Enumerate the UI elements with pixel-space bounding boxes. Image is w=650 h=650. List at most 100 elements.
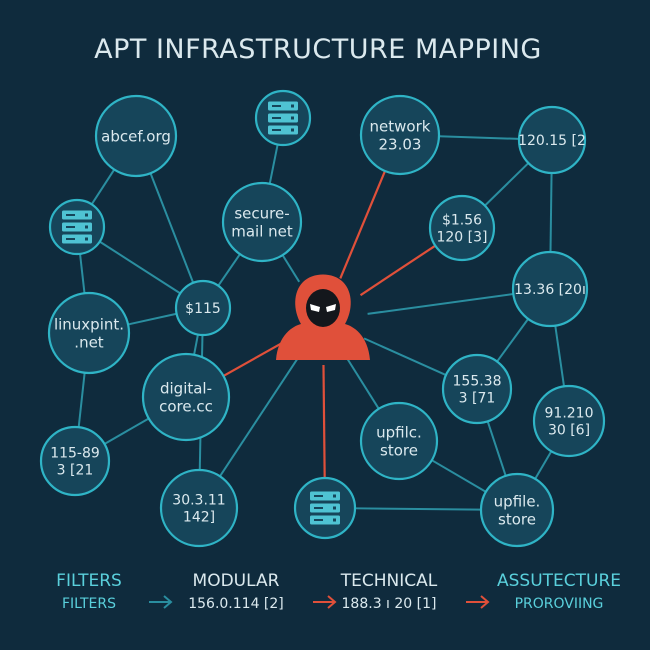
- edge-ip-120-to-ip-1336: [549, 172, 553, 253]
- node-circle: [174, 279, 232, 337]
- edge-ip-91210-to-upfile: [534, 450, 553, 480]
- node-ip-120[interactable]: 120.15 [2: [517, 105, 587, 175]
- node-label: 142]: [183, 509, 215, 525]
- node-label: $115: [185, 301, 221, 317]
- node-circle: [479, 472, 555, 548]
- footer-step-title: FILTERS: [56, 571, 122, 591]
- edge-layer: [77, 135, 566, 511]
- node-circle: [517, 105, 587, 175]
- edge-abcef-to-server-left: [90, 169, 116, 205]
- node-label: network: [370, 117, 431, 135]
- node-cost-115[interactable]: $115: [174, 279, 232, 337]
- edge-abcef-to-cost-115: [149, 172, 195, 284]
- arrow-right-icon: [466, 595, 490, 609]
- node-ip-15538[interactable]: 155.383 [71: [441, 353, 513, 425]
- node-digital-core[interactable]: digital-core.cc: [141, 352, 231, 442]
- node-label: .net: [74, 333, 104, 351]
- node-label: store: [498, 510, 536, 528]
- server-icon: [62, 210, 92, 244]
- node-linuxpint[interactable]: linuxpint..net: [47, 291, 131, 375]
- node-ip-1336[interactable]: 13.36 [20ı: [511, 250, 589, 328]
- arrow-right-icon: [313, 595, 337, 609]
- footer-step-title: MODULAR: [193, 571, 280, 591]
- node-label: digital-: [160, 379, 212, 397]
- footer-step-sub: 156.0.114 [2]: [188, 596, 284, 612]
- node-label: 30.3.11: [172, 492, 225, 508]
- edge-hub-to-digital-core: [222, 341, 285, 377]
- node-circle: [359, 94, 441, 176]
- server-icon: [268, 101, 298, 135]
- node-circle: [441, 353, 513, 425]
- node-label: 23.03: [379, 135, 422, 153]
- node-server-bottom[interactable]: [293, 476, 357, 540]
- threat-actor[interactable]: [276, 274, 370, 361]
- edge-server-left-to-linuxpint: [79, 253, 86, 294]
- hooded-hacker-icon: [276, 274, 370, 360]
- edge-network-to-ip-120: [438, 135, 520, 140]
- edge-upfilc-to-upfile: [431, 459, 487, 493]
- edge-server-bottom-to-upfile: [354, 507, 482, 511]
- node-abcef[interactable]: abcef.org: [94, 94, 178, 178]
- node-label: core.cc: [159, 397, 213, 415]
- node-label: 115-89: [50, 445, 100, 461]
- edge-ip-1336-to-ip-91210: [554, 325, 566, 387]
- node-circle: [428, 194, 496, 262]
- node-label: upfile.: [494, 492, 541, 510]
- node-circle: [47, 291, 131, 375]
- edge-hub-to-server-bottom: [322, 364, 326, 479]
- footer-step-sub: PROROVIING: [515, 596, 604, 612]
- node-label: linuxpint.: [54, 315, 124, 333]
- footer-step-4: ASSUTECTURE PROROVIING: [497, 571, 621, 612]
- node-label: abcef.org: [101, 127, 171, 145]
- node-server-top[interactable]: [254, 89, 312, 147]
- node-label: 3 [21: [57, 462, 94, 478]
- node-label: upfilc.: [376, 423, 422, 441]
- edge-hub-to-upfilc: [346, 357, 380, 410]
- node-label: 13.36 [20ı: [514, 282, 586, 298]
- page-title: APT INFRASTRUCTURE MAPPING: [94, 34, 542, 65]
- edge-secure-mail-to-hub: [281, 254, 301, 283]
- footer-step-sub: FILTERS: [62, 596, 116, 612]
- node-label: 3 [71: [459, 390, 496, 406]
- edge-server-top-to-secure-mail: [268, 144, 279, 184]
- footer-step-1: FILTERS FILTERS: [56, 571, 122, 612]
- node-label: mail net: [231, 222, 293, 240]
- node-label: 120 [3]: [436, 229, 487, 245]
- footer-step-title: TECHNICAL: [340, 571, 438, 591]
- node-circle: [39, 425, 111, 497]
- edge-network-to-hub: [339, 170, 387, 279]
- server-icon: [310, 491, 340, 525]
- footer-flow: FILTERS FILTERS MODULAR 156.0.114 [2] TECHNI…: [56, 571, 621, 612]
- edge-hub-to-ip-1336: [367, 293, 514, 315]
- node-circle: [94, 94, 178, 178]
- node-upfilc[interactable]: upfilc.store: [359, 401, 439, 481]
- edge-ip-1336-to-ip-15538: [496, 318, 529, 363]
- node-circle: [141, 352, 231, 442]
- footer-step-title: ASSUTECTURE: [497, 571, 621, 591]
- node-circle: [532, 384, 606, 458]
- node-ip-11589[interactable]: 115-893 [21: [39, 425, 111, 497]
- node-label: 91.210: [545, 405, 594, 421]
- node-circle: [511, 250, 589, 328]
- node-label: secure-: [234, 204, 289, 222]
- edge-secure-mail-to-cost-115: [217, 253, 241, 287]
- node-server-left[interactable]: [48, 198, 106, 256]
- edge-server-left-to-cost-115: [99, 240, 181, 295]
- edge-ip-120-to-cost-156: [484, 162, 530, 207]
- edge-linuxpint-to-ip-11589: [77, 372, 86, 428]
- node-upfile[interactable]: upfile.store: [479, 472, 555, 548]
- node-circle: [159, 468, 239, 548]
- edge-cost-156-to-hub: [359, 244, 436, 297]
- node-secure-mail[interactable]: secure-mail net: [221, 181, 303, 263]
- edge-hub-to-ip-15538: [363, 337, 447, 377]
- edge-linuxpint-to-cost-115: [127, 312, 177, 326]
- edge-cost-115-to-digital-core: [193, 334, 199, 355]
